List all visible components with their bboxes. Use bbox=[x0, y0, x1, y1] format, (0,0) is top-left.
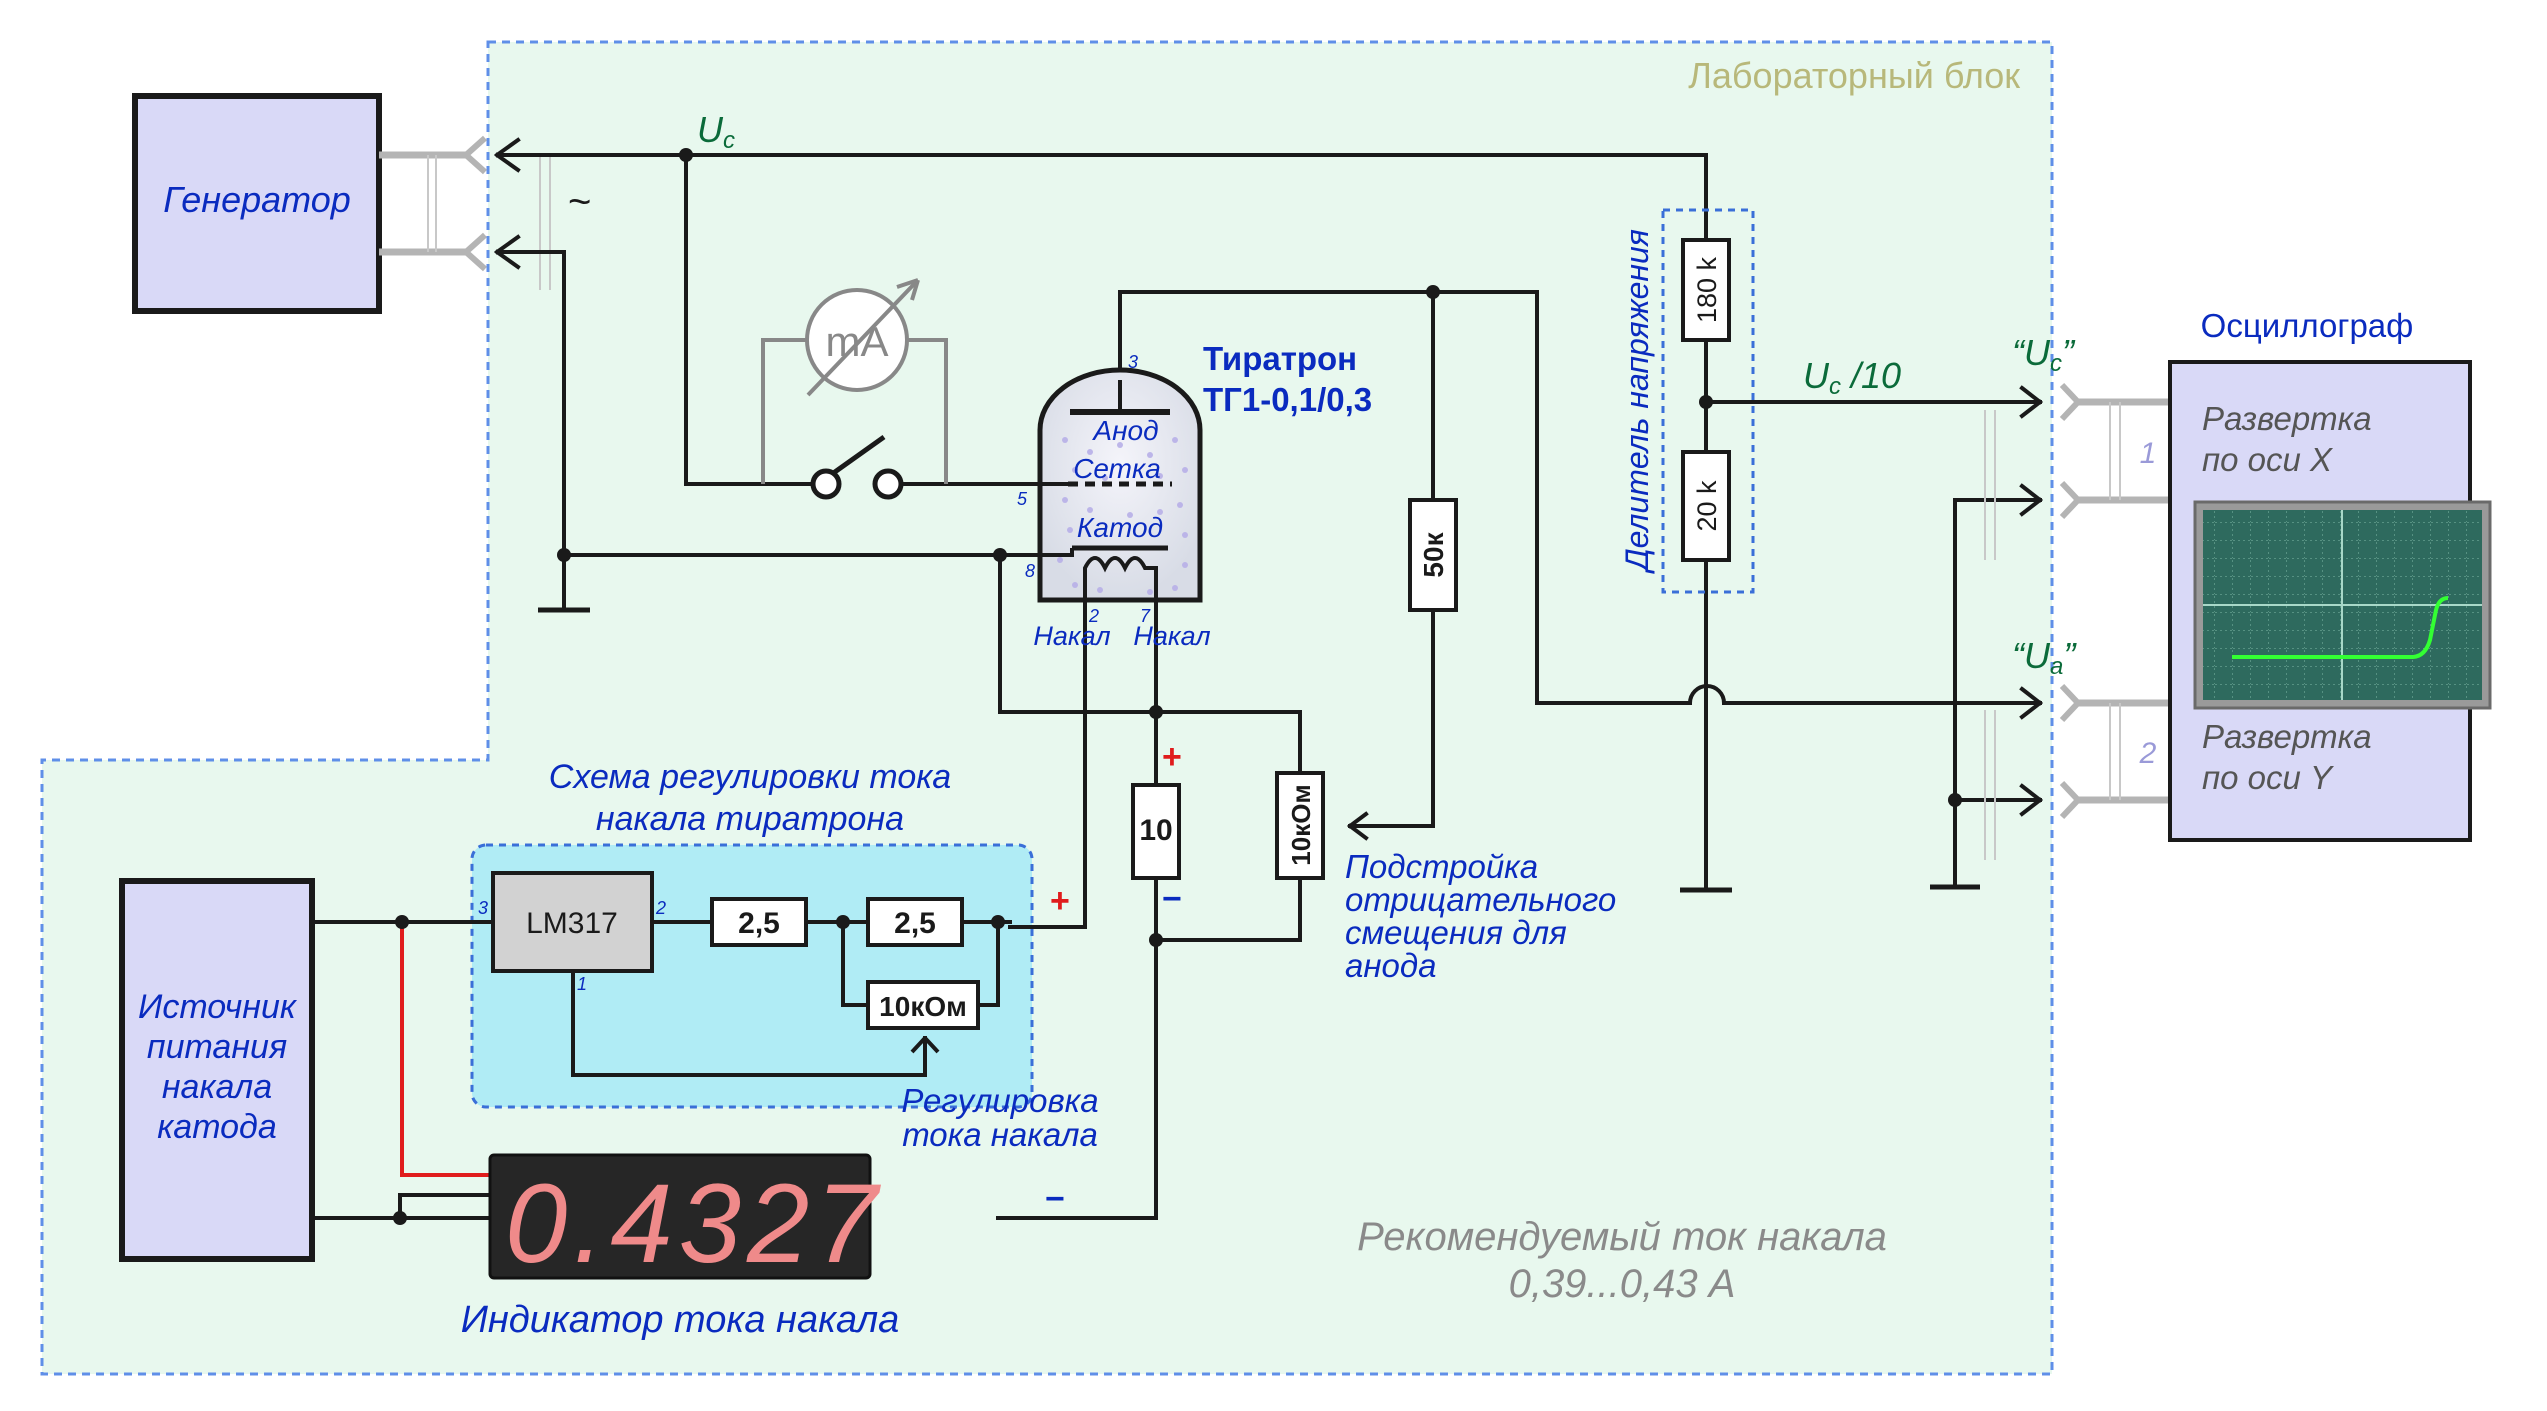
svg-text:−: − bbox=[1045, 1180, 1065, 1218]
svg-text:смещения для: смещения для bbox=[1345, 914, 1567, 951]
pin-grid: 5 bbox=[1017, 489, 1028, 509]
svg-text:Uc: Uc bbox=[697, 109, 735, 154]
divider-box: Делитель напряжения bbox=[1619, 208, 1755, 594]
resistor-10kom-bias: 10кОм bbox=[1275, 771, 1325, 880]
resistor-180k: 180 k bbox=[1681, 238, 1731, 342]
pin-heater-left: 2 bbox=[1088, 606, 1099, 626]
ac-symbol: ~ bbox=[568, 180, 591, 224]
recommendation: Рекомендуемый ток накала 0,39...0,43 А bbox=[1357, 1215, 1887, 1306]
svg-text:+: + bbox=[1162, 738, 1182, 776]
cathode-label: Катод bbox=[1077, 512, 1163, 543]
svg-text:1: 1 bbox=[2140, 437, 2157, 470]
pin-cathode: 8 bbox=[1025, 561, 1035, 581]
generator-label: Генератор bbox=[163, 179, 351, 220]
uc-div-label: Uc /10 bbox=[1803, 355, 1901, 400]
pin-heater-right: 7 bbox=[1140, 606, 1151, 626]
resistor-2-5-a: 2,5 bbox=[710, 897, 808, 947]
milliammeter: mA bbox=[761, 278, 948, 484]
svg-text:2,5: 2,5 bbox=[738, 907, 780, 940]
svg-text:Рекомендуемый ток накала: Рекомендуемый ток накала bbox=[1357, 1215, 1887, 1259]
oscilloscope-title: Осциллограф bbox=[2201, 307, 2414, 344]
svg-text:2: 2 bbox=[655, 898, 666, 918]
svg-text:Развертка: Развертка bbox=[2202, 400, 2372, 437]
lm317-chip: LM317 3 2 1 bbox=[478, 871, 666, 994]
uc-label: Uc bbox=[697, 109, 735, 154]
input-ua-label: “Ua” bbox=[2012, 635, 2077, 680]
svg-text:1: 1 bbox=[577, 974, 587, 994]
scope-connectors: 1 2 bbox=[1984, 382, 2170, 860]
resistor-10: 10 bbox=[1131, 783, 1181, 880]
oscilloscope-screen bbox=[2193, 500, 2492, 710]
regulator-adjust-label: Регулировка тока накала bbox=[901, 1082, 1098, 1153]
indicator-label: Индикатор тока накала bbox=[461, 1299, 900, 1341]
svg-text:2: 2 bbox=[2139, 737, 2157, 770]
svg-text:ТГ1-0,1/0,3: ТГ1-0,1/0,3 bbox=[1203, 381, 1372, 418]
lab-block-title: Лабораторный блок bbox=[1688, 55, 2020, 96]
svg-text:Делитель напряжения: Делитель напряжения bbox=[1619, 229, 1655, 574]
resistor-20k: 20 k bbox=[1681, 450, 1731, 562]
svg-text:накала тиратрона: накала тиратрона bbox=[596, 800, 904, 838]
generator: Генератор bbox=[132, 93, 382, 314]
svg-text:“Ua”: “Ua” bbox=[2012, 635, 2077, 680]
svg-text:по оси X: по оси X bbox=[2202, 441, 2334, 478]
svg-text:Источник: Источник bbox=[138, 988, 298, 1026]
indicator-digits: 0.4327 bbox=[505, 1161, 884, 1286]
svg-text:Подстройка: Подстройка bbox=[1345, 848, 1538, 885]
switch bbox=[810, 434, 904, 500]
resistor-10kom-reg: 10кОм bbox=[866, 980, 980, 1054]
svg-text:питания: питания bbox=[147, 1028, 287, 1066]
svg-text:“Uc”: “Uc” bbox=[2012, 332, 2076, 377]
svg-text:по оси Y: по оси Y bbox=[2202, 759, 2334, 796]
svg-text:Развертка: Развертка bbox=[2202, 718, 2372, 755]
svg-text:0,39...0,43 А: 0,39...0,43 А bbox=[1509, 1262, 1736, 1306]
resistor-50k: 50к bbox=[1408, 498, 1458, 612]
thyratron-title: Тиратрон ТГ1-0,1/0,3 bbox=[1203, 340, 1372, 418]
resistor-2-5-b: 2,5 bbox=[866, 897, 964, 947]
thyratron-tube: Анод Сетка Катод 3 5 8 2 7 Накал Накал bbox=[1017, 352, 1211, 651]
svg-text:LM317: LM317 bbox=[526, 907, 618, 940]
svg-text:анода: анода bbox=[1345, 947, 1436, 984]
svg-text:20 k: 20 k bbox=[1692, 480, 1722, 532]
svg-text:Тиратрон: Тиратрон bbox=[1203, 340, 1357, 377]
svg-text:катода: катода bbox=[157, 1108, 277, 1146]
generator-connectors: ~ bbox=[379, 135, 591, 290]
pin-anode: 3 bbox=[1128, 352, 1138, 372]
red-wire bbox=[400, 922, 490, 1177]
svg-text:3: 3 bbox=[478, 898, 488, 918]
junction-dots bbox=[393, 148, 1962, 1225]
power-supply: Источник питания накала катода bbox=[119, 878, 315, 1262]
oscilloscope-trace bbox=[2232, 596, 2449, 659]
svg-text:10: 10 bbox=[1139, 814, 1172, 847]
svg-text:отрицательного: отрицательного bbox=[1345, 881, 1616, 918]
svg-text:10кОм: 10кОм bbox=[1286, 784, 1316, 865]
svg-text:10кОм: 10кОм bbox=[879, 991, 967, 1022]
svg-text:2,5: 2,5 bbox=[894, 907, 936, 940]
svg-text:180 k: 180 k bbox=[1692, 256, 1722, 323]
svg-text:Uc /10: Uc /10 bbox=[1803, 355, 1901, 400]
bias-adjust-label: Подстройка отрицательного смещения для а… bbox=[1345, 848, 1616, 984]
regulator-title: Схема регулировки тока накала тиратрона bbox=[549, 758, 951, 838]
svg-text:Схема регулировки тока: Схема регулировки тока bbox=[549, 758, 951, 796]
heater-right-label: Накал bbox=[1133, 621, 1210, 651]
input-uc-label: “Uc” bbox=[2012, 332, 2076, 377]
milliammeter-label: mA bbox=[826, 318, 889, 365]
grid-label: Сетка bbox=[1073, 453, 1161, 484]
svg-text:+: + bbox=[1050, 882, 1070, 920]
oscilloscope: Развертка по оси X Развертка по оси Y bbox=[2168, 360, 2492, 842]
svg-text:накала: накала bbox=[162, 1068, 272, 1106]
heater-left-label: Накал bbox=[1033, 621, 1110, 651]
anode-label: Анод bbox=[1091, 415, 1158, 446]
svg-text:Регулировка: Регулировка bbox=[901, 1082, 1098, 1119]
current-indicator: 0.4327 bbox=[488, 1153, 884, 1286]
svg-text:−: − bbox=[1162, 880, 1182, 918]
svg-text:50к: 50к bbox=[1418, 531, 1449, 577]
svg-text:тока накала: тока накала bbox=[902, 1116, 1098, 1153]
